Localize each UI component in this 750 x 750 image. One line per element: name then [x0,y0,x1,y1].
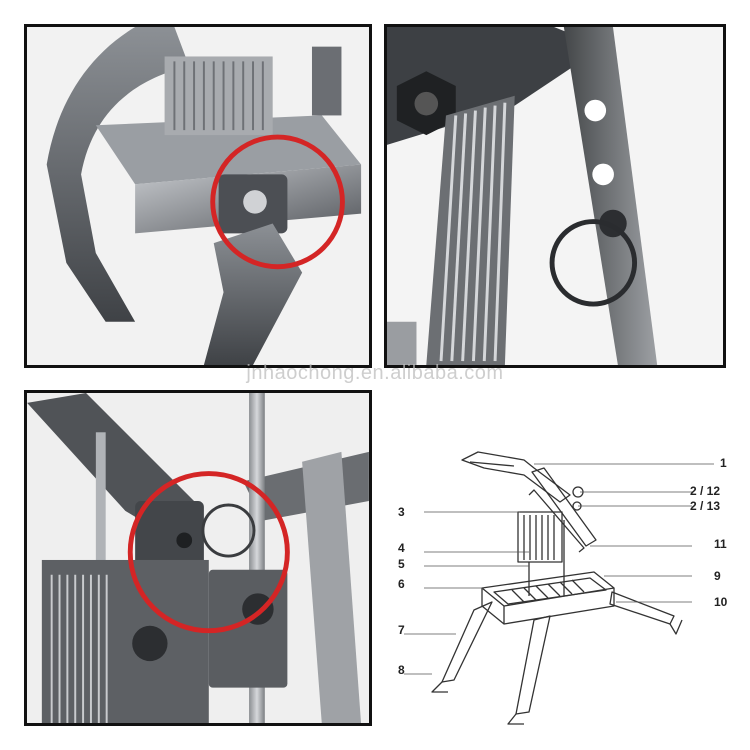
blade-block-illustration [387,27,723,365]
highlight-circle [210,134,345,270]
watermark: jnhaochong.en.alibaba.com [246,362,504,384]
photo-pin-lock-closeup [24,390,372,726]
part-label-9: 9 [714,569,721,583]
photo-hinge-closeup [24,24,372,368]
part-label-7: 7 [398,623,405,637]
photo-blade-pin-closeup [384,24,726,368]
part-label-5: 5 [398,557,405,571]
part-label-2-12: 2 / 12 [690,484,721,498]
part-label-11: 11 [714,537,727,551]
part-label-6: 6 [398,577,405,591]
pin-lock-illustration [27,393,369,723]
hinge-illustration [27,27,369,365]
part-label-8: 8 [398,663,405,677]
part-label-4: 4 [398,541,405,555]
part-label-3: 3 [398,505,405,519]
parts-diagram: 1 2 / 12 2 / 13 3 4 5 6 11 9 7 10 8 [384,420,734,740]
part-label-2-13: 2 / 13 [690,499,721,513]
part-label-10: 10 [714,595,728,609]
highlight-circle [127,471,290,634]
parts-diagram-drawing [404,451,714,725]
part-label-1: 1 [720,456,727,470]
